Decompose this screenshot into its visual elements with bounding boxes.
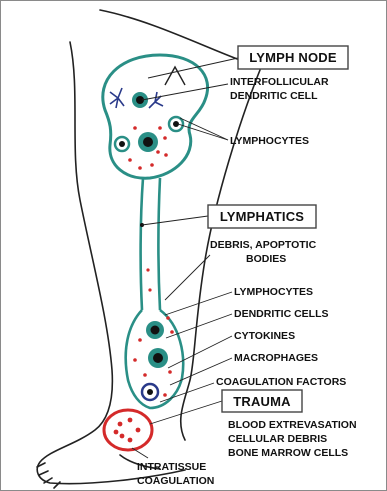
dendritic-cells-label: DENDRITIC CELLS [234, 308, 329, 320]
intratissue-label-line-2: COAGULATION [137, 475, 214, 487]
interfollicular-label-line-2: DENDRITIC CELL [230, 90, 318, 102]
trauma-line-1: BLOOD EXTREVASATION [228, 419, 357, 431]
lymph-node-label: LYMPH NODE [249, 50, 337, 65]
lymph-node [103, 55, 208, 178]
lymphocytes-vessel-label: LYMPHOCYTES [234, 286, 313, 298]
lymphatics-label: LYMPHATICS [220, 209, 304, 224]
coagulation-factors-label: COAGULATION FACTORS [216, 376, 346, 388]
trauma-label: TRAUMA [233, 394, 291, 409]
debris-label-line-2: BODIES [246, 253, 286, 265]
trauma-site [104, 410, 152, 450]
cytokines-label: CYTOKINES [234, 330, 295, 342]
intratissue-label-line-1: INTRATISSUE [137, 461, 206, 473]
lymphatic-vessel [126, 178, 183, 408]
interfollicular-label-line-1: INTERFOLLICULAR [230, 76, 329, 88]
lymphocytes-node-label: LYMPHOCYTES [230, 135, 309, 147]
trauma-line-3: BONE MARROW CELLS [228, 447, 348, 459]
macrophages-label: MACROPHAGES [234, 352, 318, 364]
trauma-line-2: CELLULAR DEBRIS [228, 433, 327, 445]
debris-label-line-1: DEBRIS, APOPTOTIC [210, 239, 317, 251]
